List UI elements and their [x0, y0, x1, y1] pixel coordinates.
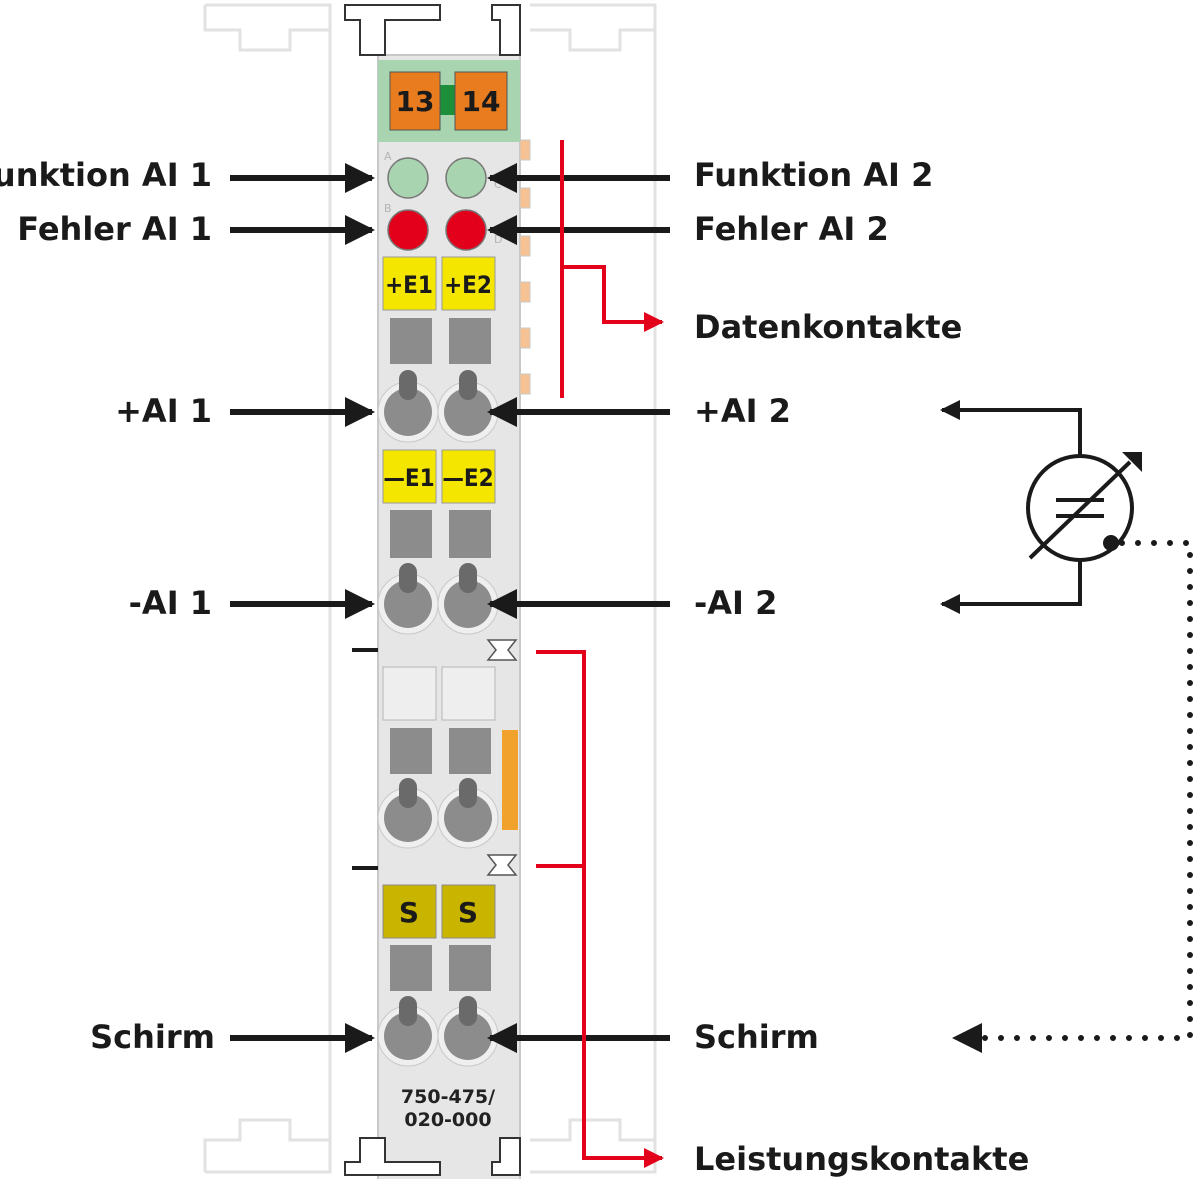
data-contacts-bracket [560, 140, 664, 398]
led-letter-d: D [494, 233, 502, 246]
terminal-14-label: 14 [462, 85, 501, 118]
tag-s2: S [458, 896, 478, 929]
model-number-line1: 750-475/ [401, 1086, 495, 1108]
tag-e1-plus: +E1 [385, 271, 433, 299]
terminal-13-label: 13 [396, 85, 435, 118]
label-plus-ai2: +AI 2 [694, 392, 791, 430]
model-number-line2: 020-000 [404, 1109, 491, 1131]
tag-s1: S [399, 896, 419, 929]
led-error-ai1 [387, 209, 429, 251]
label-schirm-right: Schirm [694, 1018, 819, 1056]
label-minus-ai2: -AI 2 [694, 584, 777, 622]
label-funktion-ai2: Funktion AI 2 [694, 156, 933, 194]
label-minus-ai1: -AI 1 [129, 584, 212, 622]
label-plus-ai1: +AI 1 [115, 392, 212, 430]
led-panel: A C B D [384, 150, 502, 251]
tag-e2-plus: +E2 [444, 271, 492, 299]
led-letter-a: A [384, 150, 392, 163]
power-contact-section [352, 639, 518, 876]
led-letter-b: B [384, 202, 392, 215]
sensor-symbol-icon [940, 400, 1142, 614]
shield-dot-icon [952, 535, 1193, 1053]
tag-e2-minus: —E2 [442, 464, 493, 492]
power-contacts-bracket [536, 650, 664, 1168]
input-minus-section: —E1 —E2 [377, 449, 499, 635]
shield-section: S S [377, 884, 499, 1067]
led-function-ai2 [445, 157, 487, 199]
label-schirm-left: Schirm [90, 1018, 215, 1056]
label-funktion-ai1: Funktion AI 1 [0, 156, 212, 194]
label-fehler-ai1: Fehler AI 1 [17, 210, 212, 248]
led-function-ai1 [387, 157, 429, 199]
label-leistungskontakte: Leistungskontakte [694, 1140, 1029, 1178]
label-fehler-ai2: Fehler AI 2 [694, 210, 889, 248]
label-datenkontakte: Datenkontakte [694, 308, 962, 346]
neighbour-module-outline-right [530, 3, 657, 1174]
terminal-strip: 13 14 [378, 60, 520, 142]
led-error-ai2 [445, 209, 487, 251]
input-plus-section: +E1 +E2 [377, 256, 499, 443]
tag-e1-minus: —E1 [383, 464, 434, 492]
pointer-arrows [230, 163, 670, 1053]
data-contacts [519, 139, 531, 395]
neighbour-module-outline-left [203, 3, 332, 1174]
